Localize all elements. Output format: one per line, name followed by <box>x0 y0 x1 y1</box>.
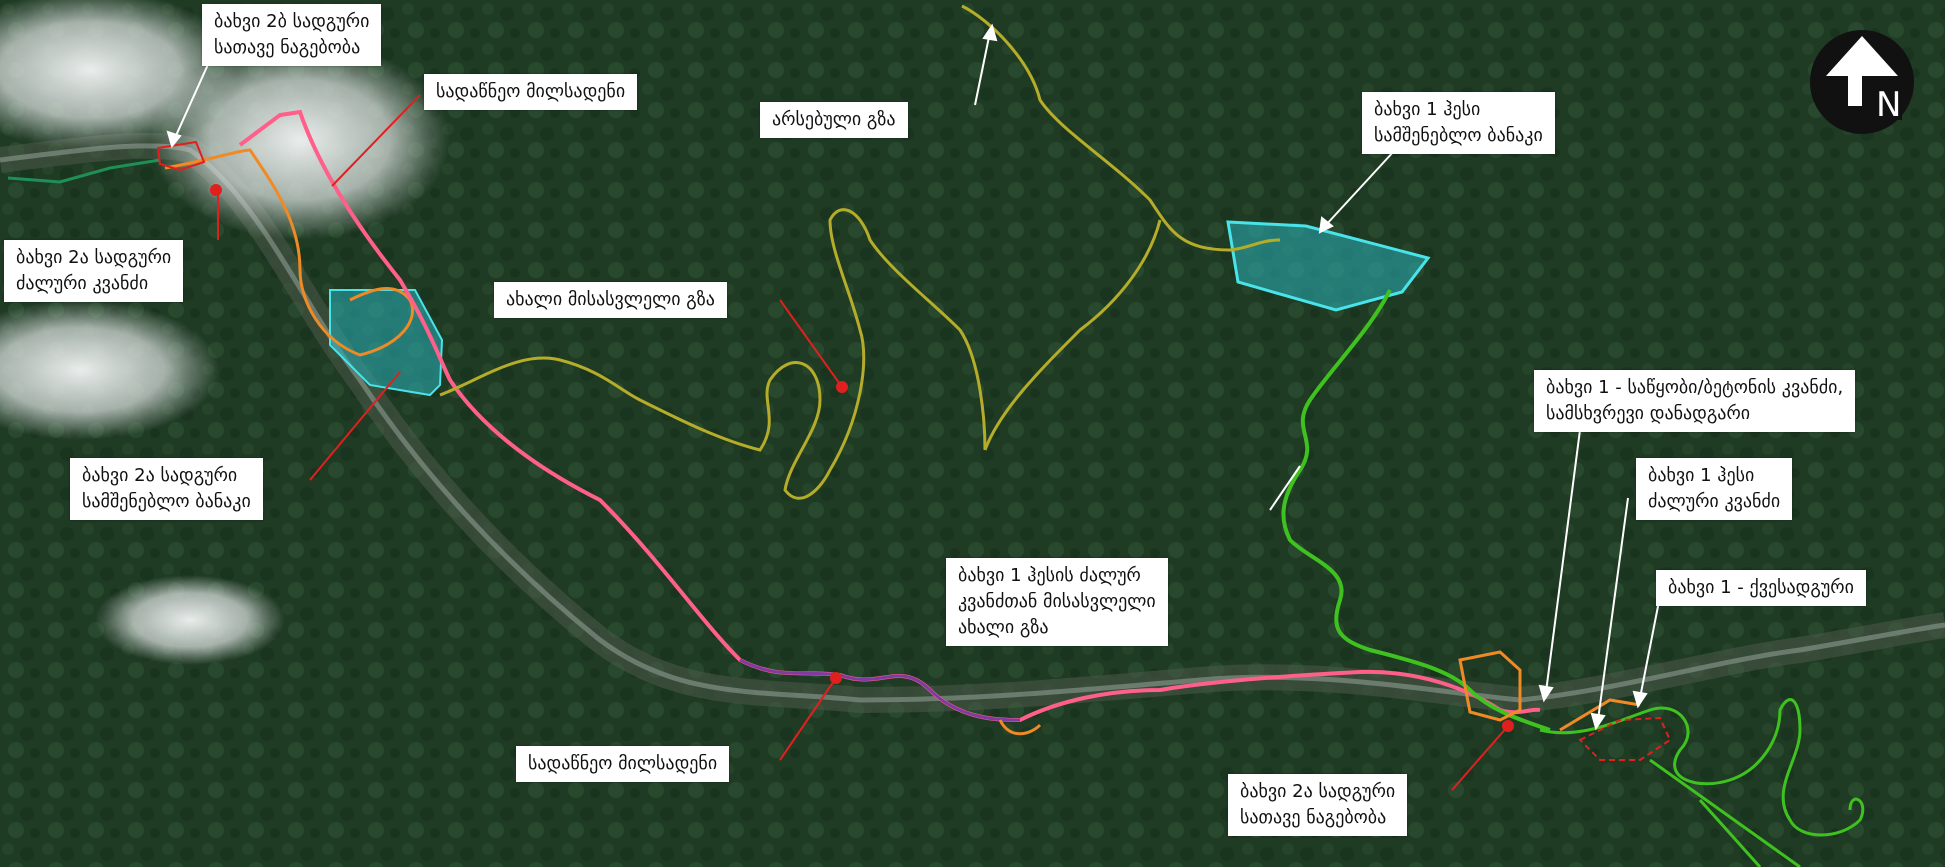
label-line: ძალური კვანძი <box>1648 491 1781 512</box>
label-line: სამშენებლო ბანაკი <box>82 491 251 512</box>
label-new-access-road: ახალი მისასვლელი გზა <box>494 282 727 318</box>
construction-site-bakhvi-1 <box>1226 220 1431 312</box>
label-line: სათავე ნაგებობა <box>214 37 361 58</box>
label-line: კვანძთან მისასვლელი <box>958 591 1156 612</box>
bakhvi-2a-headworks-area <box>1458 650 1522 722</box>
new-access-road <box>439 208 987 500</box>
label-line: ბახვი 1 ჰესი <box>1374 99 1481 120</box>
bakhvi-1-area <box>1578 716 1672 761</box>
label-line: ბახვი 2ა სადგური <box>82 465 238 486</box>
label-bakhvi-2a-construction: ბახვი 2ა სადგური სამშენებლო ბანაკი <box>70 458 263 520</box>
label-line: ძალური კვანძი <box>16 273 149 294</box>
access-road-loops-right <box>1539 698 1865 867</box>
label-line: სათავე ნაგებობა <box>1240 807 1387 828</box>
cloud <box>95 575 285 665</box>
river-stream <box>7 158 161 184</box>
label-line: ბახვი 2ა სადგური <box>16 247 172 268</box>
label-pipeline-bottom: სადაწნეო მილსადენი <box>516 746 730 782</box>
label-line: ახალი მისასვლელი გზა <box>506 289 715 310</box>
label-line: ბახვი 2ა სადგური <box>1240 781 1396 802</box>
label-pipeline-top: სადაწნეო მილსადენი <box>424 74 638 110</box>
label-line: ბახვი 1 ჰესი <box>1648 465 1755 486</box>
label-bakhvi-2a-headworks: ბახვი 2ა სადგური სათავე ნაგებობა <box>1228 774 1408 836</box>
label-line: ახალი გზა <box>958 617 1049 638</box>
existing-road <box>961 4 1281 451</box>
label-line: ბახვი 1 - საწყობი/ბეტონის კვანძი, <box>1546 377 1844 398</box>
cloud <box>150 40 450 240</box>
label-line: სადაწნეო მილსადენი <box>436 81 626 102</box>
construction-site-bakhvi-2a <box>329 289 444 397</box>
label-line: ბახვი 2ბ სადგური <box>214 11 370 32</box>
label-bakhvi-2a-power-node: ბახვი 2ა სადგური ძალური კვანძი <box>4 240 184 302</box>
access-road-bakhvi-1 <box>1281 289 1551 732</box>
north-letter: N <box>1876 85 1901 125</box>
river-line <box>0 143 1945 703</box>
label-bakhvi-1-concrete: ბახვი 1 - საწყობი/ბეტონის კვანძი, სამსხვ… <box>1534 370 1856 432</box>
cloud <box>0 300 220 440</box>
callout-lines-white <box>166 23 1661 731</box>
label-bakhvi-1-access-road: ბახვი 1 ჰესის ძალურ კვანძთან მისასვლელი … <box>946 558 1168 646</box>
label-bakhvi-1-substation: ბახვი 1 - ქვესადგური <box>1656 570 1866 606</box>
label-line: ბახვი 1 - ქვესადგური <box>1668 577 1854 598</box>
north-arrow: N <box>1808 28 1916 136</box>
label-line: ბახვი 1 ჰესის ძალურ <box>958 565 1141 586</box>
label-bakhvi-1-construction: ბახვი 1 ჰესი სამშენებლო ბანაკი <box>1362 92 1555 154</box>
label-line: სამსხვრევი დანადგარი <box>1546 403 1751 424</box>
bakhvi-2b-headworks-area <box>156 140 206 172</box>
label-bakhvi-1-power-node: ბახვი 1 ჰესი ძალური კვანძი <box>1636 458 1793 520</box>
label-line: სამშენებლო ბანაკი <box>1374 125 1543 146</box>
label-existing-road: არსებული გზა <box>760 102 908 138</box>
callout-lines-red <box>210 94 1514 791</box>
north-arrow-icon: N <box>1810 30 1914 134</box>
label-line: სადაწნეო მილსადენი <box>528 753 718 774</box>
label-bakhvi-2b-headworks: ბახვი 2ბ სადგური სათავე ნაგებობა <box>202 4 382 66</box>
label-line: არსებული გზა <box>772 109 896 130</box>
